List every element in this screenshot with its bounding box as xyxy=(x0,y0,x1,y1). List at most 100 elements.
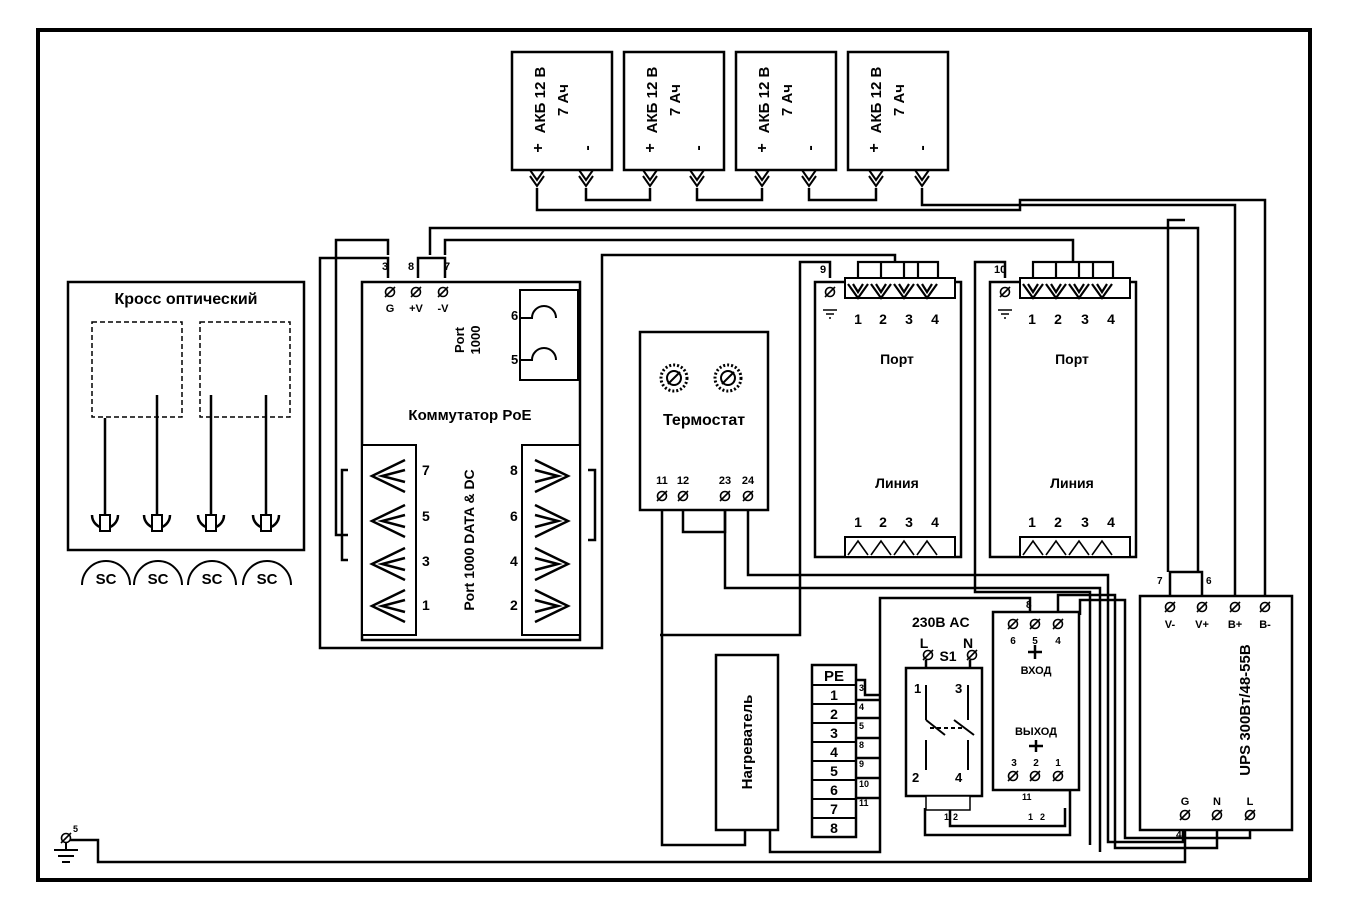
svg-text:-: - xyxy=(690,145,707,150)
ground-icon xyxy=(998,309,1012,319)
poe-switch: 3 8 7 G +V -V 6 5 Port 1000 Коммутатор P… xyxy=(360,261,582,642)
battery-4: АКБ 12 В 7 Ач + - xyxy=(846,50,950,187)
enclosure-frame xyxy=(36,28,1312,882)
svg-text:2: 2 xyxy=(912,770,919,785)
svg-text:10: 10 xyxy=(859,779,869,789)
svg-text:11: 11 xyxy=(656,475,668,487)
svg-text:+: + xyxy=(530,143,547,152)
svg-text:6: 6 xyxy=(830,782,838,798)
svg-text:2: 2 xyxy=(510,597,518,613)
svg-text:1: 1 xyxy=(914,681,921,696)
svg-text:2: 2 xyxy=(879,514,887,530)
battery-label: АКБ 12 В xyxy=(868,67,885,134)
thermostat: Термостат 11 12 23 24 xyxy=(638,330,770,512)
sc-connector: SC xyxy=(202,571,223,588)
svg-text:ВЫХОД: ВЫХОД xyxy=(1015,726,1057,738)
svg-text:3: 3 xyxy=(1011,758,1017,769)
svg-text:24: 24 xyxy=(742,475,755,487)
svg-text:L: L xyxy=(1247,796,1254,808)
svg-text:2: 2 xyxy=(830,706,838,722)
svg-text:1: 1 xyxy=(1028,514,1036,530)
svg-text:+V: +V xyxy=(409,303,423,315)
svg-text:1000: 1000 xyxy=(468,326,483,355)
svg-text:7: 7 xyxy=(422,462,430,478)
svg-text:-V: -V xyxy=(438,303,450,315)
svg-text:3: 3 xyxy=(1081,311,1089,327)
svg-text:8: 8 xyxy=(408,261,414,273)
svg-text:1: 1 xyxy=(944,812,949,822)
svg-text:4: 4 xyxy=(931,311,939,327)
svg-text:-: - xyxy=(914,145,931,150)
battery-capacity: 7 Ач xyxy=(667,84,684,116)
svg-text:4: 4 xyxy=(931,514,939,530)
battery-label: АКБ 12 В xyxy=(644,67,661,134)
ground-terminal: 5 xyxy=(54,824,78,863)
battery-1: АКБ 12 В 7 Ач + - xyxy=(510,50,614,187)
sc-connector: SC xyxy=(96,571,117,588)
svg-text:5: 5 xyxy=(511,352,518,367)
svg-text:3: 3 xyxy=(905,311,913,327)
battery-label: АКБ 12 В xyxy=(532,67,549,134)
surge-protector-2: 10 1 2 3 4 Порт Линия 1 2 3 4 xyxy=(988,260,1138,559)
battery-label: АКБ 12 В xyxy=(756,67,773,134)
power-title: 230В AC xyxy=(912,614,970,630)
svg-text:5: 5 xyxy=(830,763,838,779)
svg-text:4: 4 xyxy=(1176,830,1182,841)
svg-text:3: 3 xyxy=(382,261,388,273)
data-dc-label: Port 1000 DATA & DC xyxy=(461,469,477,610)
svg-text:Port: Port xyxy=(452,326,467,353)
svg-text:9: 9 xyxy=(859,759,864,769)
svg-text:Линия: Линия xyxy=(875,475,919,491)
svg-text:1: 1 xyxy=(854,514,862,530)
switch-title: Коммутатор PoE xyxy=(408,407,531,424)
svg-text:+: + xyxy=(866,143,883,152)
svg-text:Порт: Порт xyxy=(1055,351,1089,367)
svg-text:3: 3 xyxy=(955,681,962,696)
svg-text:L: L xyxy=(920,635,929,651)
ground-icon xyxy=(54,849,78,863)
svg-text:1: 1 xyxy=(1055,758,1061,769)
svg-text:4: 4 xyxy=(510,553,518,569)
svg-text:3: 3 xyxy=(422,553,430,569)
svg-text:2: 2 xyxy=(1033,758,1039,769)
svg-text:2: 2 xyxy=(1054,514,1062,530)
svg-text:4: 4 xyxy=(830,744,838,760)
svg-text:4: 4 xyxy=(1055,636,1061,647)
battery-3: АКБ 12 В 7 Ач + - xyxy=(734,50,838,187)
svg-text:1: 1 xyxy=(422,597,430,613)
svg-text:3: 3 xyxy=(905,514,913,530)
battery-2: АКБ 12 В 7 Ач + - xyxy=(622,50,726,187)
svg-text:7: 7 xyxy=(444,261,450,273)
svg-text:2: 2 xyxy=(953,812,958,822)
heater-label: Нагреватель xyxy=(739,695,756,790)
svg-text:8: 8 xyxy=(830,820,838,836)
svg-text:+: + xyxy=(754,143,771,152)
svg-text:3: 3 xyxy=(1081,514,1089,530)
battery-capacity: 7 Ач xyxy=(555,84,572,116)
svg-text:V+: V+ xyxy=(1195,619,1209,631)
svg-text:2: 2 xyxy=(1054,311,1062,327)
svg-text:6: 6 xyxy=(511,308,518,323)
battery-capacity: 7 Ач xyxy=(779,84,796,116)
wires xyxy=(70,188,1267,864)
svg-text:8: 8 xyxy=(510,462,518,478)
ups: 7 6 V- V+ B+ B- UPS 300Вт/48-55В G N L 4 xyxy=(1138,570,1294,841)
svg-text:2: 2 xyxy=(1040,812,1045,822)
svg-text:ВХОД: ВХОД xyxy=(1021,665,1052,677)
optical-cross: Кросс оптический SC SC SC SC xyxy=(66,280,306,588)
svg-text:1: 1 xyxy=(830,687,838,703)
sc-connector: SC xyxy=(257,571,278,588)
thermostat-title: Термостат xyxy=(663,412,745,429)
svg-text:6: 6 xyxy=(510,508,518,524)
svg-text:2: 2 xyxy=(879,311,887,327)
ups-label: UPS 300Вт/48-55В xyxy=(1237,644,1254,776)
svg-text:8: 8 xyxy=(1026,600,1032,611)
svg-text:7: 7 xyxy=(1157,576,1163,587)
svg-text:5: 5 xyxy=(422,508,430,524)
svg-text:S1: S1 xyxy=(939,648,956,664)
svg-text:12: 12 xyxy=(677,475,689,487)
svg-text:5: 5 xyxy=(859,721,864,731)
svg-text:V-: V- xyxy=(1165,619,1176,631)
svg-text:11: 11 xyxy=(859,798,869,808)
svg-text:1: 1 xyxy=(1028,812,1033,822)
